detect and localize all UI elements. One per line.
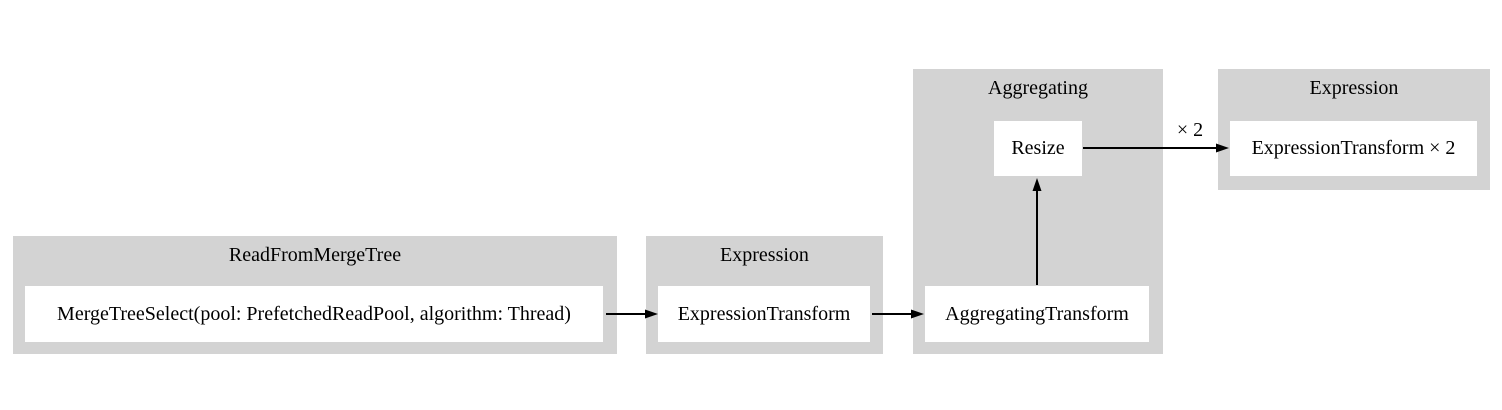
node-expressiontransform-x2: ExpressionTransform × 2 xyxy=(1230,121,1477,176)
node-mergetreeselect: MergeTreeSelect(pool: PrefetchedReadPool… xyxy=(25,286,603,342)
node-aggregatingtransform: AggregatingTransform xyxy=(925,286,1149,342)
cluster-title: Expression xyxy=(1309,77,1399,99)
node-resize: Resize xyxy=(994,121,1082,176)
node-expressiontransform: ExpressionTransform xyxy=(658,286,870,342)
cluster-title: ReadFromMergeTree xyxy=(228,244,402,266)
cluster-title: Expression xyxy=(720,244,809,266)
cluster-title: Aggregating xyxy=(988,77,1088,99)
edge-multiplicity-label: × 2 xyxy=(1176,119,1204,141)
